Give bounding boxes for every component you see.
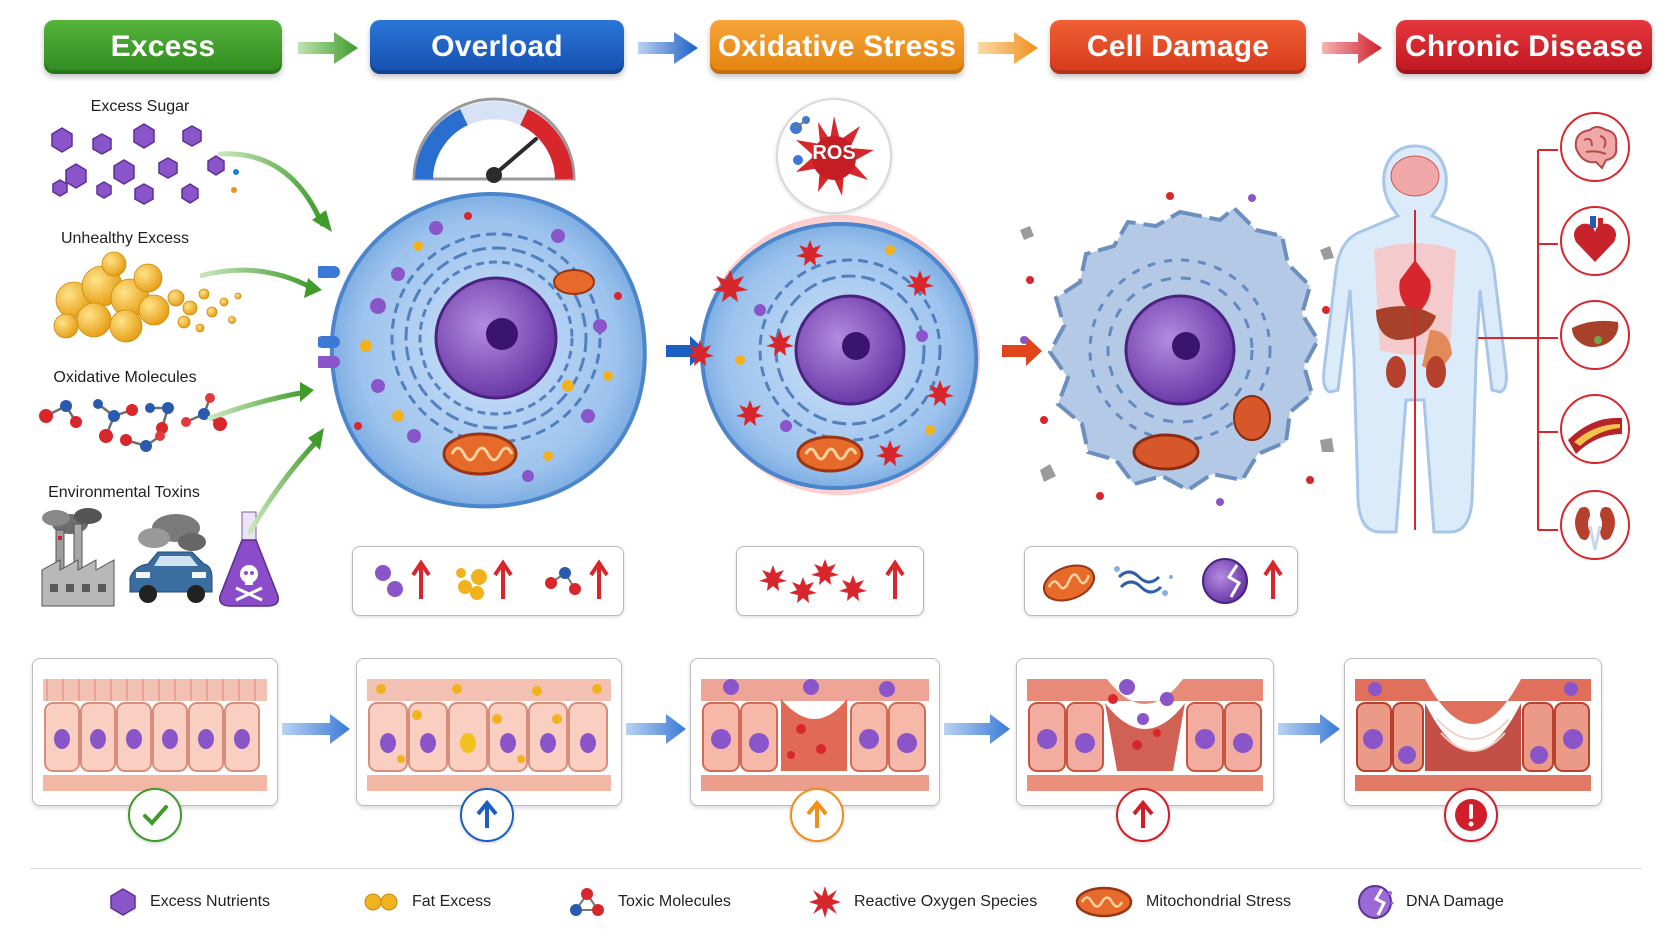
cell-overload xyxy=(318,191,647,509)
car-exhaust-icon xyxy=(129,514,213,603)
organ-connector xyxy=(1478,149,1558,531)
toxic-molecule-icon xyxy=(570,888,604,916)
artery-icon xyxy=(1568,417,1622,454)
legend-label: DNA Damage xyxy=(1406,893,1504,910)
stage-pill-cell-damage: Cell Damage xyxy=(1050,20,1306,74)
ros-badge: ROS xyxy=(776,98,892,214)
legend-label: Excess Nutrients xyxy=(150,893,271,910)
human-body-icon xyxy=(1322,144,1508,534)
chronic-tissue-icon xyxy=(1355,679,1591,791)
indicator-box-oxidative-stress xyxy=(736,546,924,616)
header-arrow-icon xyxy=(978,32,1038,64)
status-chronic xyxy=(1444,788,1498,842)
ros-star-icon xyxy=(809,886,841,918)
dna-damage-icon xyxy=(1358,885,1394,919)
organ-heart xyxy=(1560,206,1630,276)
status-oxidative xyxy=(790,788,844,842)
heart-icon xyxy=(1574,216,1616,262)
input-label-oxidative-molecules: Oxidative Molecules xyxy=(53,369,197,386)
header-arrow-icon xyxy=(638,32,698,64)
pollution-icons xyxy=(41,508,280,607)
cell-damage xyxy=(1020,192,1340,506)
healthy-tissue-icon xyxy=(43,679,267,791)
oxidative-indicator-icons xyxy=(759,559,905,603)
ros-star-icon xyxy=(690,240,954,466)
legend-item-dna-damage: DNA Damage xyxy=(1356,885,1504,919)
oxidative-tissue-icon xyxy=(701,679,929,791)
ros-label: ROS xyxy=(812,142,856,164)
damage-tissue-icon xyxy=(1027,679,1263,791)
oxidative-molecules-icon xyxy=(39,393,227,452)
organ-liver xyxy=(1560,300,1630,370)
organ-brain xyxy=(1560,112,1630,182)
legend-label: Fat Excess xyxy=(412,893,492,910)
overload-gauge-icon xyxy=(412,97,576,183)
brain-icon xyxy=(1574,126,1618,170)
toxic-flask-icon xyxy=(218,511,280,607)
input-label-unhealthy-excess: Unhealthy Excess xyxy=(60,230,190,247)
mitochondria-icon xyxy=(1075,886,1133,918)
tissue-panel-overload xyxy=(356,658,622,806)
tissue-panel-oxidative xyxy=(690,658,940,806)
legend-label: Reactive Oxygen Species xyxy=(854,893,1038,910)
factory-icon xyxy=(41,508,115,607)
stage-pill-excess: Excess xyxy=(44,20,282,74)
damage-indicator-icons xyxy=(1042,558,1283,604)
tissue-panel-chronic xyxy=(1344,658,1602,806)
up-arrow-icon xyxy=(1132,800,1154,828)
indicator-box-overload xyxy=(352,546,624,616)
stage-label: Excess xyxy=(110,30,216,63)
stage-pill-overload: Overload xyxy=(370,20,624,74)
fat-droplets-icon xyxy=(53,251,242,343)
overload-indicator-icons xyxy=(375,559,609,600)
legend-item-ros: Reactive Oxygen Species xyxy=(808,886,1038,918)
legend-item-fat-excess: Fat Excess xyxy=(362,888,491,916)
header-arrow-icon xyxy=(1322,32,1382,64)
legend-divider xyxy=(30,868,1642,869)
stage-label: Overload xyxy=(431,30,563,63)
legend-item-excess-nutrients: Excess Nutrients xyxy=(108,888,270,916)
stage-label: Cell Damage xyxy=(1086,30,1270,63)
legend-item-toxic-molecules: Toxic Molecules xyxy=(568,888,731,916)
legend-item-mitochondrial-stress: Mitochondrial Stress xyxy=(1074,886,1291,918)
tissue-arrow-icon xyxy=(1278,714,1340,744)
cell-oxidative-stress xyxy=(690,215,980,495)
header-arrow-icon xyxy=(298,32,358,64)
tissue-panel-healthy xyxy=(32,658,278,806)
stage-label: Oxidative Stress xyxy=(717,30,957,63)
status-healthy xyxy=(128,788,182,842)
status-overload xyxy=(460,788,514,842)
legend-label: Toxic Molecules xyxy=(618,893,731,910)
ros-star-icon xyxy=(790,116,874,196)
organ-artery xyxy=(1560,394,1630,464)
stage-label: Chronic Disease xyxy=(1404,30,1644,63)
stage-pill-chronic-disease: Chronic Disease xyxy=(1396,20,1652,74)
cell-arrow-icon xyxy=(1002,336,1042,366)
stage-pill-oxidative-stress: Oxidative Stress xyxy=(710,20,964,74)
liver-icon xyxy=(1572,320,1619,347)
fat-droplets-icon xyxy=(364,893,398,911)
tissue-arrow-icon xyxy=(944,714,1010,744)
organ-kidney xyxy=(1560,490,1630,560)
mitochondria-icon xyxy=(442,432,518,476)
status-damage xyxy=(1116,788,1170,842)
tissue-panel-damage xyxy=(1016,658,1274,806)
check-icon xyxy=(143,805,168,826)
up-arrow-icon xyxy=(476,800,498,828)
purple-hexagon-icon xyxy=(110,888,136,916)
sugar-molecules-icon xyxy=(51,123,239,205)
input-label-excess-sugar: Excess Sugar xyxy=(90,98,190,115)
overload-tissue-icon xyxy=(367,679,611,791)
tissue-arrow-icon xyxy=(282,714,350,744)
legend-label: Mitochondrial Stress xyxy=(1146,893,1291,910)
indicator-box-cell-damage xyxy=(1024,546,1298,616)
up-arrow-icon xyxy=(806,800,828,828)
input-label-environmental-toxins: Environmental Toxins xyxy=(48,484,200,501)
kidney-icon xyxy=(1575,507,1615,551)
exclamation-icon xyxy=(1455,799,1487,831)
input-arrows xyxy=(200,151,332,535)
tissue-arrow-icon xyxy=(626,714,686,744)
